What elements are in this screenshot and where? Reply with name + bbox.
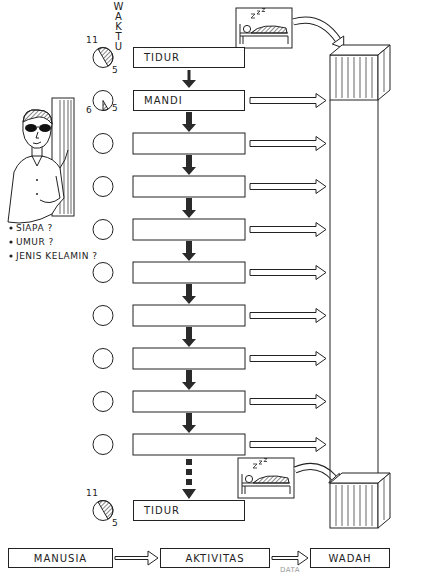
clock-faces [93, 48, 113, 521]
sleeper-sketch [236, 8, 292, 48]
time-wedge [98, 48, 113, 67]
hollow-arrow [250, 352, 326, 366]
edge-label: DATA [280, 567, 300, 574]
empty-box [133, 262, 245, 283]
curved-arrow [293, 20, 338, 40]
sequence-arrow [182, 370, 196, 390]
sequence-arrow [182, 155, 196, 175]
empty-box [133, 176, 245, 197]
container-box [330, 473, 390, 528]
person-hair [23, 110, 52, 124]
hollow-arrow [250, 223, 326, 237]
sequence-arrow [182, 284, 196, 304]
sequence-arrow [182, 241, 196, 261]
sequence-arrow [182, 327, 196, 347]
person-face [33, 127, 41, 144]
button [36, 193, 38, 195]
curved-arrow [293, 20, 338, 40]
sequence-arrow [182, 413, 196, 433]
button [36, 179, 38, 181]
legend-box: WADAH [310, 548, 390, 568]
question-note: UMUR ? [16, 238, 54, 247]
box-hatching [336, 50, 384, 98]
bullet [9, 240, 12, 243]
clock-hour: 5 [112, 66, 118, 75]
bullets [9, 226, 12, 257]
clock-hour: 5 [112, 519, 118, 528]
empty-box [133, 348, 245, 369]
box-label: WADAH [328, 553, 371, 564]
box-label: TIDUR [144, 52, 180, 63]
legend-box: MANUSIA [8, 548, 113, 568]
sequence-arrow [182, 198, 196, 218]
time-wedge [98, 501, 113, 520]
question-note: SIAPA ? [16, 224, 53, 233]
empty-box [133, 391, 245, 412]
activity-box: MANDI [133, 90, 245, 111]
curved-arrow [295, 466, 334, 478]
empty-box [133, 133, 245, 154]
axis-title: WAKTU [113, 1, 123, 51]
container-box [330, 45, 390, 100]
sleeper-sketch [238, 458, 294, 498]
box-label: MANUSIA [34, 553, 87, 564]
person-details [32, 150, 68, 203]
clock [93, 220, 113, 240]
curved-arrow [295, 466, 334, 478]
clock [93, 91, 113, 111]
sequence-arrows [182, 112, 196, 499]
hollow-arrow [250, 438, 326, 452]
flow-arrow [272, 551, 308, 565]
bullet [9, 254, 12, 257]
person-sketch [8, 98, 74, 223]
box-label: TIDUR [144, 505, 180, 516]
clock [93, 48, 113, 68]
clock-hour: 11 [86, 36, 98, 45]
hollow-arrow [250, 180, 326, 194]
activity-box: TIDUR [133, 500, 245, 521]
clock [93, 501, 113, 521]
bullet [9, 226, 12, 229]
person-head [23, 110, 52, 149]
clock-hour: 5 [112, 104, 118, 113]
empty-box [133, 219, 245, 240]
sunglasses [25, 124, 37, 132]
clock [93, 177, 113, 197]
clock [93, 263, 113, 283]
hollow-arrow [250, 94, 326, 108]
flow-arrow [115, 551, 158, 565]
activity-box: TIDUR [133, 47, 245, 68]
hollow-arrow [250, 395, 326, 409]
question-note: JENIS KELAMIN ? [16, 252, 98, 261]
empty-activity-boxes [133, 133, 245, 455]
empty-box [133, 434, 245, 455]
legend-box: AKTIVITAS [160, 548, 270, 568]
time-wedge [103, 101, 108, 111]
sunglasses [39, 124, 51, 132]
person-body [8, 156, 64, 223]
box-label: AKTIVITAS [186, 553, 245, 564]
empty-box [133, 305, 245, 326]
hollow-arrow [250, 309, 326, 323]
container-rail [330, 100, 378, 483]
data-arrows [250, 94, 326, 452]
dashed-arrow [182, 459, 196, 499]
hollow-arrow [250, 266, 326, 280]
sequence-arrow [182, 70, 196, 88]
sequence-arrow [182, 112, 196, 132]
clock [93, 349, 113, 369]
hollow-arrow [250, 137, 326, 151]
clock [93, 134, 113, 154]
box-hatching [336, 478, 384, 526]
clock-hour: 6 [86, 106, 92, 115]
clock [93, 392, 113, 412]
clock-hour: 11 [86, 489, 98, 498]
box-label: MANDI [144, 95, 183, 106]
clock [93, 435, 113, 455]
clock [93, 306, 113, 326]
